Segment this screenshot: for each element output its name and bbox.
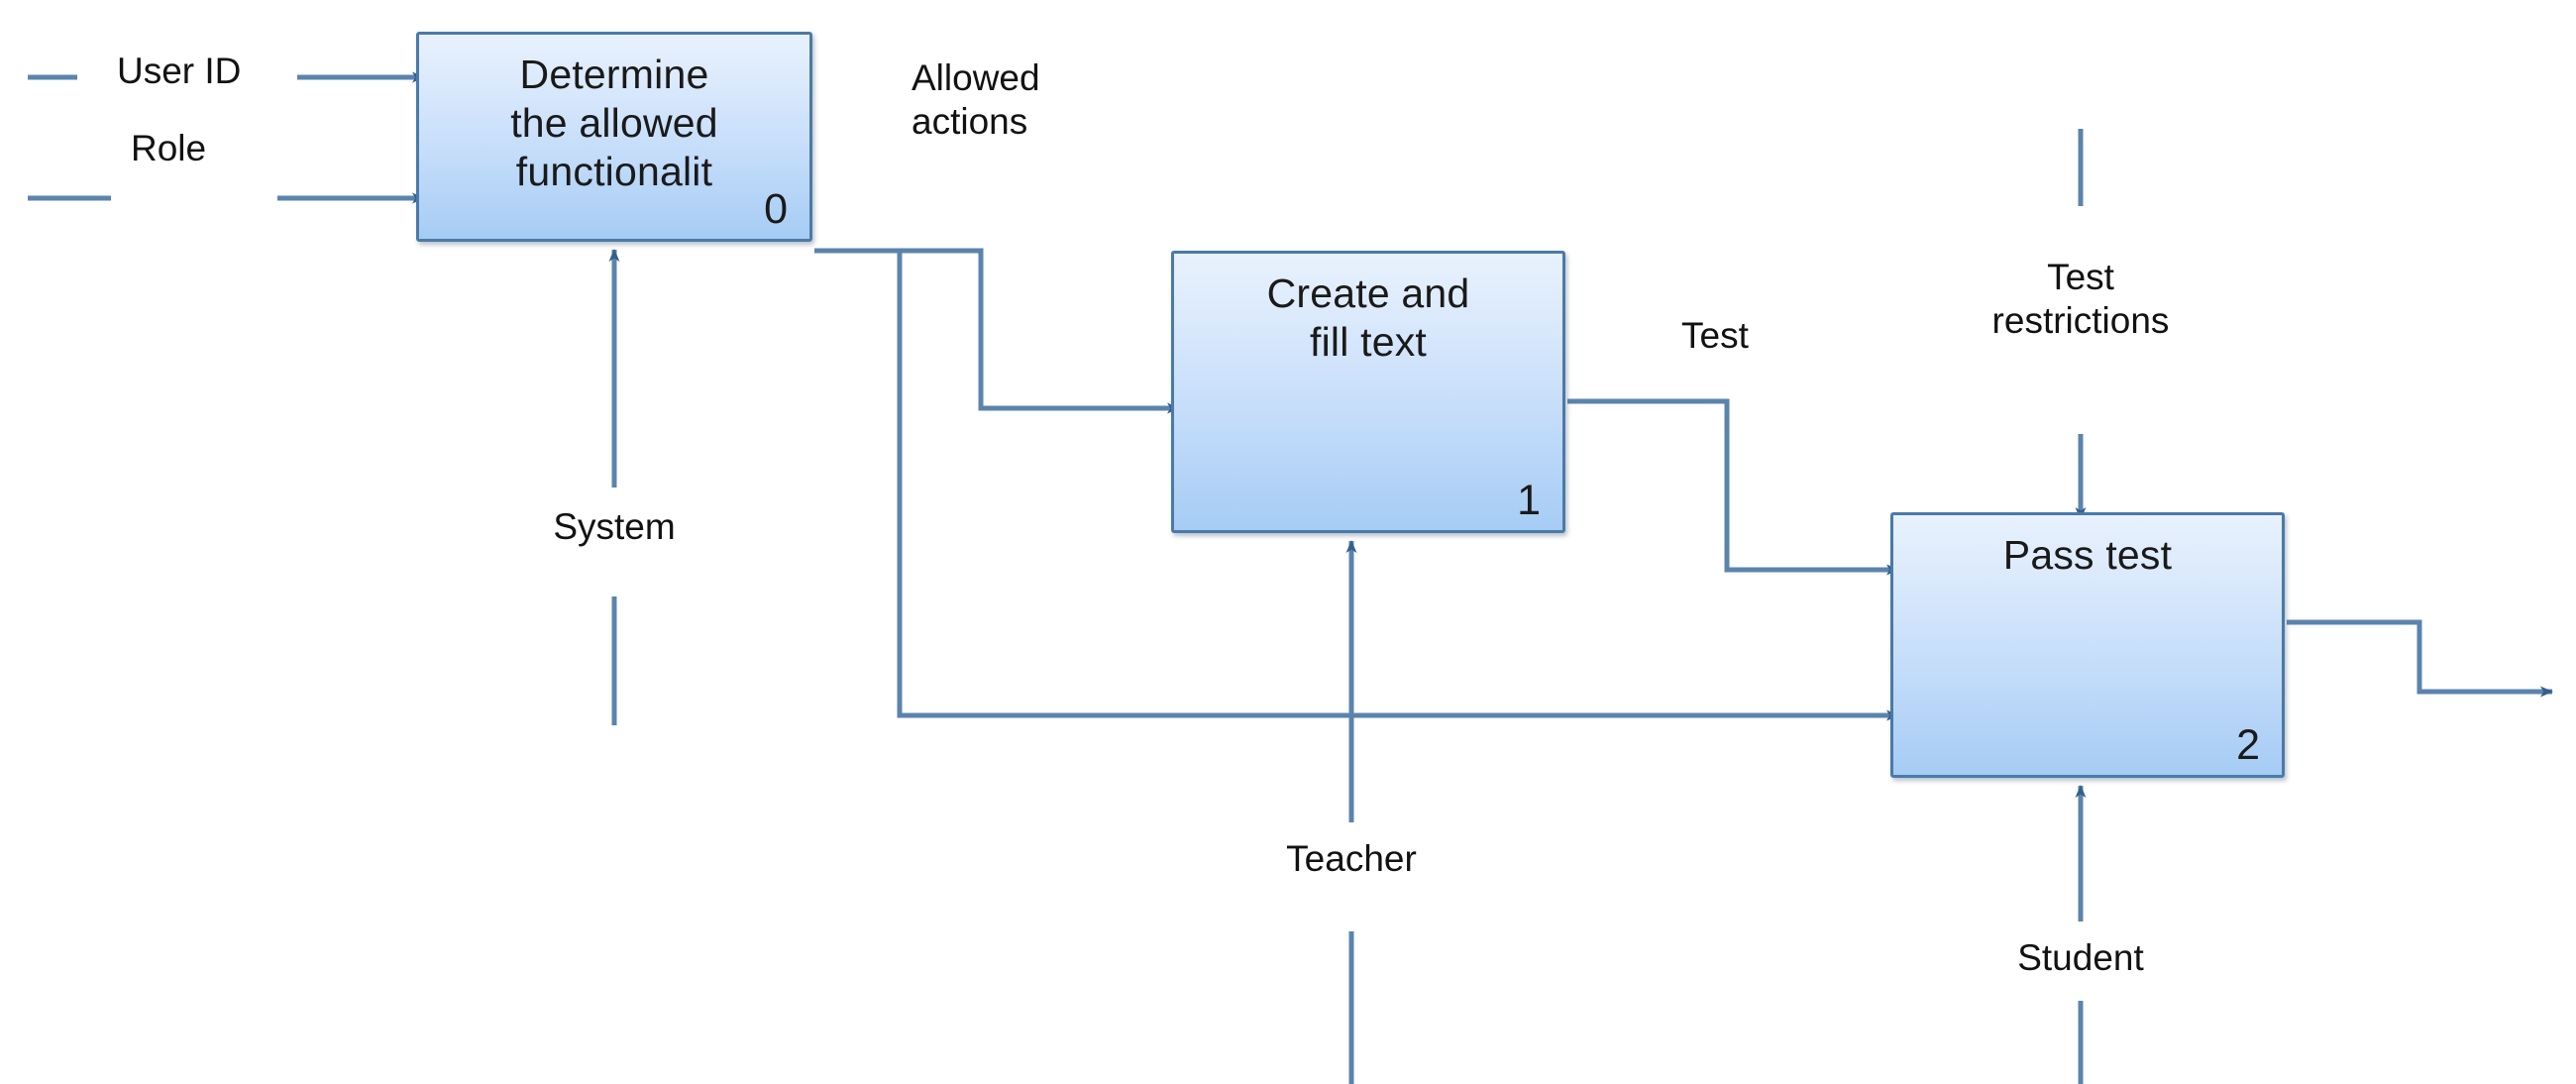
input-label-user-id: User ID <box>117 51 242 91</box>
activity-box-pass-test[interactable]: Pass test 2 <box>1890 512 2285 778</box>
pass-test-output <box>2287 619 2553 698</box>
mechanism-label-system: System <box>553 506 676 547</box>
mechanism-label-student: Student <box>2017 937 2144 978</box>
activity-number: 1 <box>1517 477 1541 524</box>
mechanism-label-teacher: Teacher <box>1286 838 1417 879</box>
activity-title: Determine the allowed functionalit <box>510 52 718 194</box>
activity-number: 2 <box>2236 721 2260 769</box>
activity-title: Pass test <box>2002 532 2173 578</box>
activity-box-create-fill-text[interactable]: Create and fill text 1 <box>1171 251 1565 533</box>
activity-title: Create and fill text <box>1266 271 1470 365</box>
flow-label-test: Test <box>1681 315 1749 356</box>
allowed-actions-to-create <box>814 248 1180 414</box>
activity-number: 0 <box>764 185 788 233</box>
input-label-role: Role <box>131 128 207 168</box>
activity-box-determine[interactable]: Determine the allowed functionalit 0 <box>416 32 812 242</box>
test-flow <box>1567 398 1899 576</box>
flow-label-allowed-actions: Allowed actions <box>912 57 1040 143</box>
flow-label-test-restrictions: Test restrictions <box>1991 257 2170 342</box>
